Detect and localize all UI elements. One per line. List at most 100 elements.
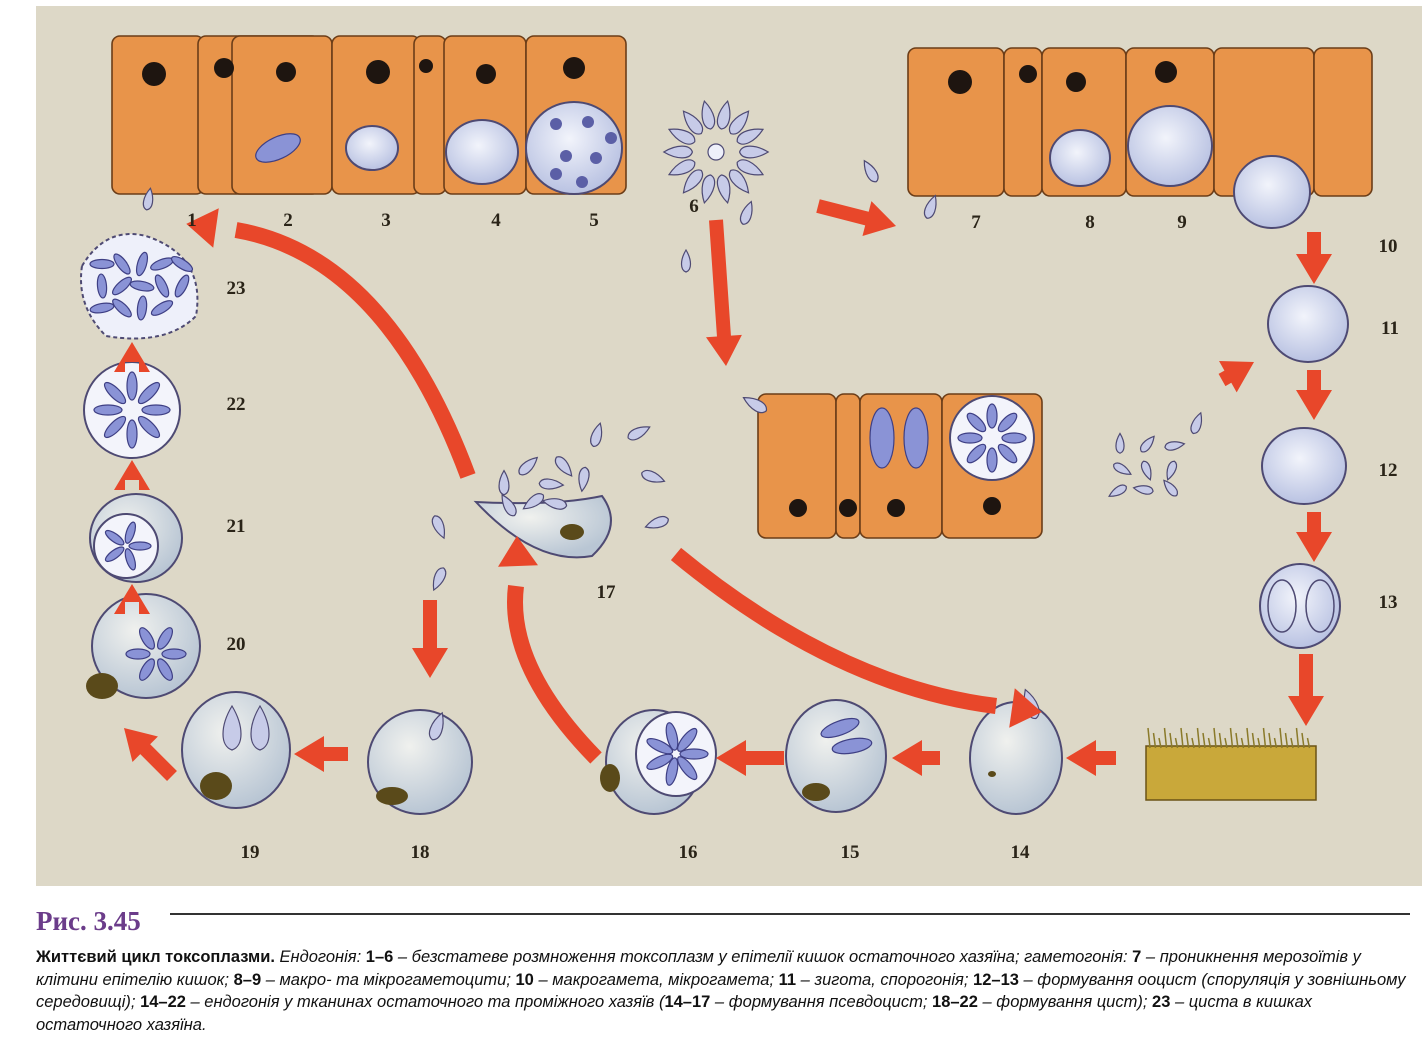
parasite bbox=[255, 133, 301, 163]
caption-body: Ендогонія: 1–6 – безстатеве розмноження … bbox=[36, 948, 1406, 1034]
host-nucleus bbox=[560, 524, 584, 540]
parasite bbox=[141, 404, 171, 416]
parasite bbox=[170, 255, 194, 273]
arrow-head-to-23 bbox=[186, 208, 219, 248]
daughter-nucleus bbox=[582, 116, 594, 128]
arrow-to-stage-14 bbox=[1066, 740, 1116, 776]
sporulated-oocyst-stage-13 bbox=[1259, 563, 1341, 649]
parasite bbox=[154, 274, 170, 298]
host-nucleus bbox=[86, 673, 118, 699]
parasite bbox=[677, 727, 698, 752]
arrow-to-stage-16 bbox=[716, 740, 784, 776]
figure-caption: Життєвий цикл токсоплазми. Ендогонія: 1–… bbox=[36, 946, 1416, 1036]
caption-segment: – ендогонія у тканинах остаточного та пр… bbox=[185, 993, 665, 1011]
merozoite bbox=[662, 145, 694, 159]
soil-environment bbox=[1145, 745, 1317, 801]
host-nucleus bbox=[419, 59, 433, 73]
host-nucleus bbox=[276, 62, 296, 82]
grass-blade bbox=[1290, 737, 1294, 749]
grass-blade bbox=[1301, 732, 1305, 749]
merozoite bbox=[1108, 484, 1127, 497]
epithelial-cell bbox=[1313, 47, 1373, 197]
parasite bbox=[126, 419, 138, 449]
sporocyst bbox=[1305, 579, 1335, 633]
parasite bbox=[903, 407, 929, 469]
merozoite bbox=[501, 493, 517, 517]
caption-segment: 23 bbox=[1152, 993, 1171, 1011]
parasite bbox=[104, 546, 125, 563]
grass-blade bbox=[1246, 727, 1250, 749]
caption-divider bbox=[170, 913, 1410, 915]
parasite bbox=[150, 300, 174, 316]
parasite bbox=[157, 627, 173, 650]
stage-number: 14 bbox=[1010, 842, 1030, 863]
stage-number: 20 bbox=[226, 634, 246, 655]
arrow-17-to-23 bbox=[234, 222, 476, 479]
grass-blade bbox=[1295, 727, 1300, 749]
merozoite bbox=[541, 498, 568, 510]
grass-blade bbox=[1147, 727, 1151, 749]
merozoite bbox=[522, 493, 545, 510]
parasite bbox=[96, 273, 108, 299]
parasite bbox=[679, 748, 709, 760]
caption-segment: – безстатеве розмноження токсоплазм у еп… bbox=[393, 948, 1133, 966]
host-nucleus bbox=[988, 771, 996, 777]
stage-number: 1 bbox=[187, 210, 197, 231]
arrow-to-stage-23 bbox=[114, 342, 150, 372]
rosette-center bbox=[707, 143, 725, 161]
host-nucleus bbox=[142, 62, 166, 86]
ruptured-pseudocyst-stage-17 bbox=[473, 494, 612, 559]
caption-segment: – проникнення мерозоїтів у клітини епіте… bbox=[36, 948, 1361, 989]
host-nucleus bbox=[200, 772, 232, 800]
stage-number: 18 bbox=[410, 842, 430, 863]
parasite bbox=[103, 381, 127, 405]
grass-blade bbox=[1185, 732, 1190, 749]
host-nucleus bbox=[600, 764, 620, 792]
grass-blade bbox=[1152, 732, 1157, 749]
host-nucleus bbox=[1066, 72, 1086, 92]
caption-segment: Ендогонія: bbox=[274, 948, 366, 966]
grass-blade bbox=[1284, 732, 1289, 749]
arrow-17-to-16 bbox=[507, 585, 602, 764]
parasite bbox=[137, 415, 161, 439]
stage-number: 5 bbox=[589, 210, 599, 231]
host-nucleus bbox=[789, 499, 807, 517]
caption-segment: 7 bbox=[1132, 948, 1142, 966]
caption-segment: – макрогамета, мікрогамета; bbox=[533, 970, 779, 989]
merozoite bbox=[1164, 441, 1186, 451]
arrow-to-stage-22 bbox=[114, 460, 150, 490]
parasite bbox=[89, 258, 115, 270]
host-nucleus bbox=[948, 70, 972, 94]
parasite bbox=[966, 412, 987, 433]
parasite bbox=[174, 274, 190, 298]
stage-number: 22 bbox=[226, 394, 246, 415]
caption-segment: 1–6 bbox=[365, 948, 394, 966]
merozoite bbox=[644, 516, 669, 529]
merozoite bbox=[250, 704, 270, 751]
arrow-to-stage-21 bbox=[114, 584, 150, 614]
parasite bbox=[135, 251, 149, 277]
host-nucleus bbox=[802, 783, 830, 801]
merozoite bbox=[1113, 462, 1132, 475]
grass-blade bbox=[1158, 737, 1162, 749]
merozoite bbox=[1115, 432, 1125, 454]
caption-segment: 18–22 bbox=[932, 993, 978, 1011]
parasite bbox=[677, 756, 698, 781]
host-nucleus bbox=[1155, 61, 1177, 83]
stage-number: 7 bbox=[971, 212, 981, 233]
parasite bbox=[125, 648, 151, 660]
grass-blade bbox=[1213, 727, 1217, 749]
grass-blade bbox=[1240, 737, 1245, 749]
daughter-nucleus bbox=[560, 150, 572, 162]
arrow-to-stage-15 bbox=[892, 740, 940, 776]
epithelial-cell bbox=[859, 393, 943, 539]
epithelial-cell bbox=[413, 35, 447, 195]
grass-blade bbox=[1273, 737, 1278, 749]
caption-segment: 11 bbox=[778, 970, 797, 989]
arrow-to-stage-7 bbox=[816, 199, 897, 236]
merozoite bbox=[739, 200, 753, 225]
caption-segment: 12–13 bbox=[973, 970, 1019, 989]
arrow-to-stage-18 bbox=[412, 600, 448, 678]
caption-segment: – циста в кишках остаточного хазяїна. bbox=[36, 993, 1312, 1034]
merozoite bbox=[1140, 460, 1152, 481]
